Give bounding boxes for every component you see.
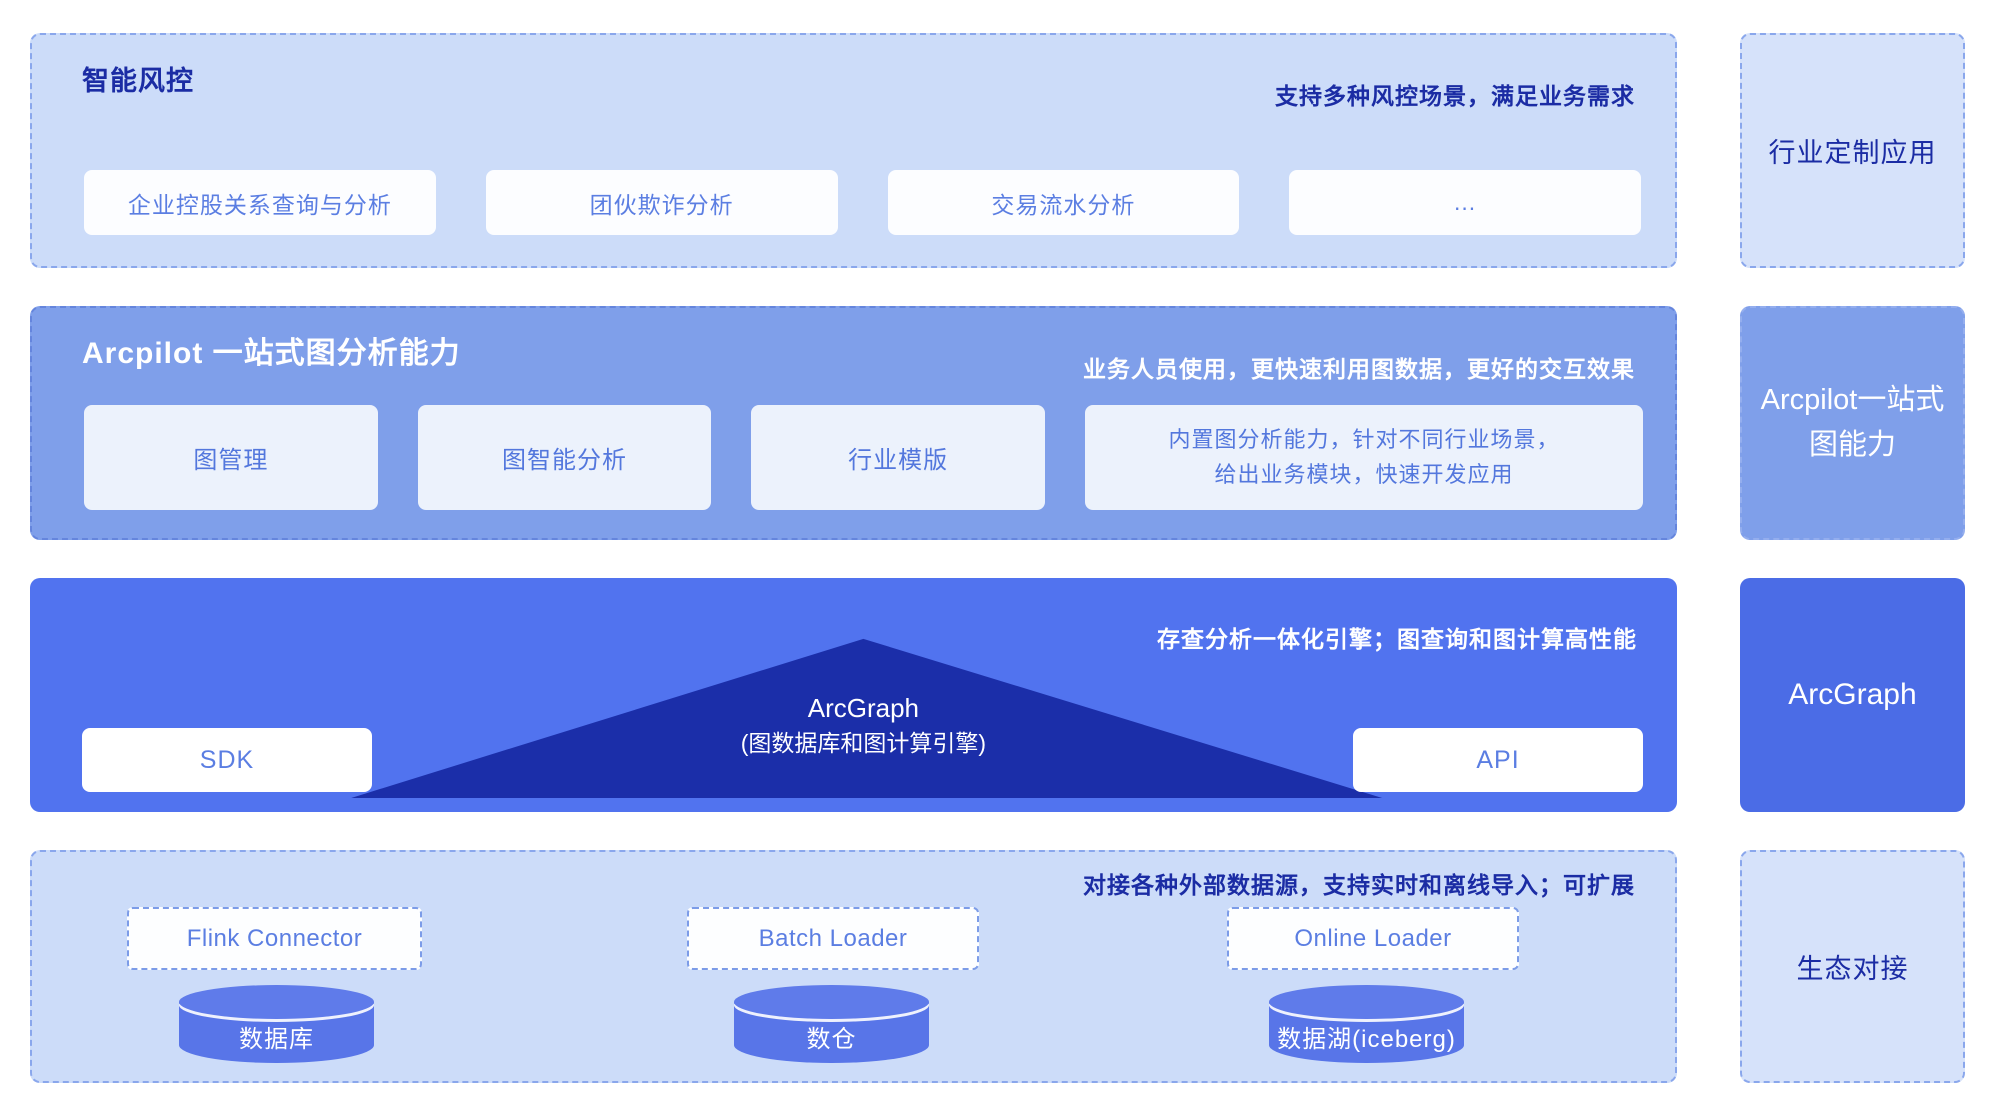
cylinder-top-icon: [179, 985, 374, 1019]
sidebar-item-industry-apps: 行业定制应用: [1740, 33, 1965, 268]
datastore-cylinder-datalake: 数据湖(iceberg): [1269, 985, 1464, 1063]
datastore-label-warehouse: 数仓: [806, 1026, 857, 1053]
datastore-cylinder-warehouse: 数仓: [734, 985, 929, 1063]
scenario-box-equity-analysis: 企业控股关系查询与分析: [84, 170, 436, 235]
builtin-capability-line1: 内置图分析能力，针对不同行业场景，: [1168, 427, 1560, 453]
datastore-label-datalake: 数据湖(iceberg): [1277, 1026, 1456, 1053]
arcpilot-module-strip: 图管理 图智能分析 行业模版 内置图分析能力，针对不同行业场景， 给出业务模块，…: [84, 405, 1643, 510]
datastore-cylinder-database: 数据库: [179, 985, 374, 1063]
cylinder-top-icon: [1269, 985, 1464, 1019]
arcpilot-section: Arcpilot 一站式图分析能力 业务人员使用，更快速利用图数据，更好的交互效…: [30, 306, 1677, 540]
engine-subtitle: (图数据库和图计算引擎): [740, 730, 987, 757]
risk-control-section: 智能风控 支持多种风控场景，满足业务需求 企业控股关系查询与分析 团伙欺诈分析 …: [30, 33, 1677, 268]
ecosystem-section: 对接各种外部数据源，支持实时和离线导入；可扩展 Flink Connector …: [30, 850, 1677, 1083]
arcgraph-section-annotation: 存查分析一体化引擎；图查询和图计算高性能: [1157, 626, 1637, 652]
sidebar-item-arcgraph: ArcGraph: [1740, 578, 1965, 812]
arcgraph-section: 存查分析一体化引擎；图查询和图计算高性能 ArcGraph (图数据库和图计算引…: [30, 578, 1677, 812]
cylinder-top-icon: [734, 985, 929, 1019]
module-box-builtin-capability: 内置图分析能力，针对不同行业场景， 给出业务模块，快速开发应用: [1085, 405, 1643, 510]
scenario-box-ellipsis: ...: [1289, 170, 1641, 235]
sidebar-item-arcpilot: Arcpilot一站式图能力: [1740, 306, 1965, 540]
arcpilot-section-annotation: 业务人员使用，更快速利用图数据，更好的交互效果: [1083, 356, 1635, 382]
risk-scenario-strip: 企业控股关系查询与分析 团伙欺诈分析 交易流水分析 ...: [84, 170, 1641, 235]
loader-box-online-loader: Online Loader: [1227, 907, 1519, 970]
api-box: API: [1353, 728, 1643, 792]
ecosystem-section-annotation: 对接各种外部数据源，支持实时和离线导入；可扩展: [1083, 872, 1635, 898]
arcpilot-section-title: Arcpilot 一站式图分析能力: [82, 337, 461, 370]
sidebar-item-ecosystem: 生态对接: [1740, 850, 1965, 1083]
datastore-label-database: 数据库: [239, 1026, 314, 1053]
scenario-box-transaction-flow: 交易流水分析: [887, 170, 1240, 235]
module-box-graph-management: 图管理: [84, 405, 378, 510]
scenario-box-fraud-group: 团伙欺诈分析: [485, 170, 838, 235]
loader-box-flink-connector: Flink Connector: [127, 907, 422, 970]
sdk-box: SDK: [82, 728, 372, 792]
module-box-industry-template: 行业模版: [751, 405, 1046, 510]
builtin-capability-line2: 给出业务模块，快速开发应用: [1214, 461, 1514, 487]
risk-section-annotation: 支持多种风控场景，满足业务需求: [1275, 83, 1635, 109]
engine-label: ArcGraph (图数据库和图计算引擎): [741, 690, 986, 761]
engine-name: ArcGraph: [807, 693, 920, 723]
risk-section-title: 智能风控: [82, 66, 194, 96]
loader-box-batch-loader: Batch Loader: [687, 907, 979, 970]
module-box-graph-intelligent-analysis: 图智能分析: [417, 405, 712, 510]
